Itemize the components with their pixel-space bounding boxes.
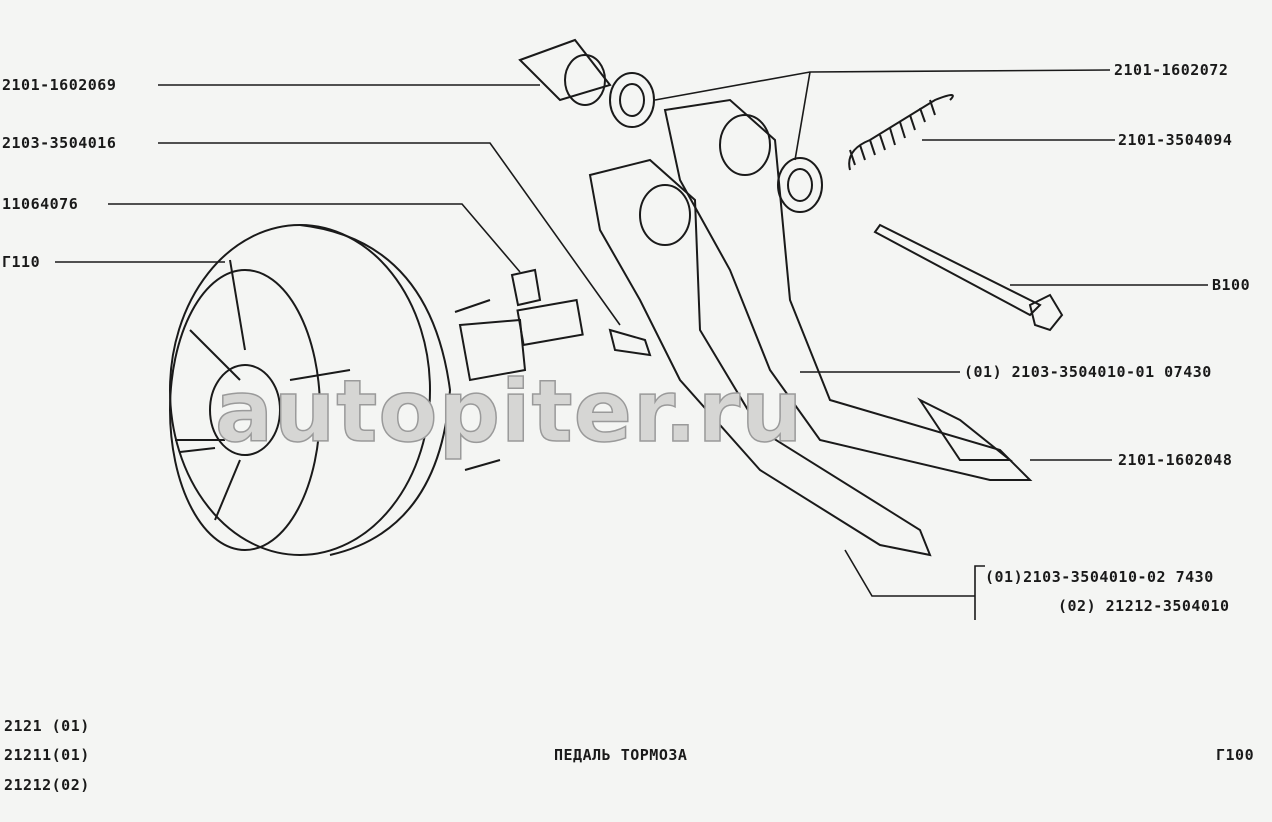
part-label: 2103-3504016 xyxy=(2,134,117,152)
model-label: 21212(02) xyxy=(4,776,90,794)
model-label: 21211(01) xyxy=(4,746,90,764)
vacuum-booster xyxy=(169,224,584,556)
diagram-title: ПЕДАЛЬ ТОРМОЗА xyxy=(554,746,688,764)
part-label: 2101-1602072 xyxy=(1114,61,1229,79)
leader-lines xyxy=(55,69,1208,620)
part-label: В100 xyxy=(1212,276,1251,294)
model-label: 2121 (01) xyxy=(4,717,90,735)
spring xyxy=(848,94,954,171)
bushings xyxy=(518,38,823,213)
pedals xyxy=(588,98,1033,557)
part-label: (02) 21212-3504010 xyxy=(1058,597,1230,615)
part-label: 2101-3504094 xyxy=(1118,131,1233,149)
part-label: (01) 2103-3504010-01 07430 xyxy=(964,363,1212,381)
bolt xyxy=(873,223,1064,332)
part-label: 11064076 xyxy=(2,195,79,213)
pin-part xyxy=(608,328,652,357)
diagram-code: Г100 xyxy=(1216,746,1255,764)
part-label: (01)2103-3504010-02 7430 xyxy=(985,568,1214,586)
part-label: 2101-1602048 xyxy=(1118,451,1233,469)
watermark: autopiter.ru xyxy=(214,361,804,463)
part-label: Г110 xyxy=(2,253,41,271)
part-label: 2101-1602069 xyxy=(2,76,117,94)
